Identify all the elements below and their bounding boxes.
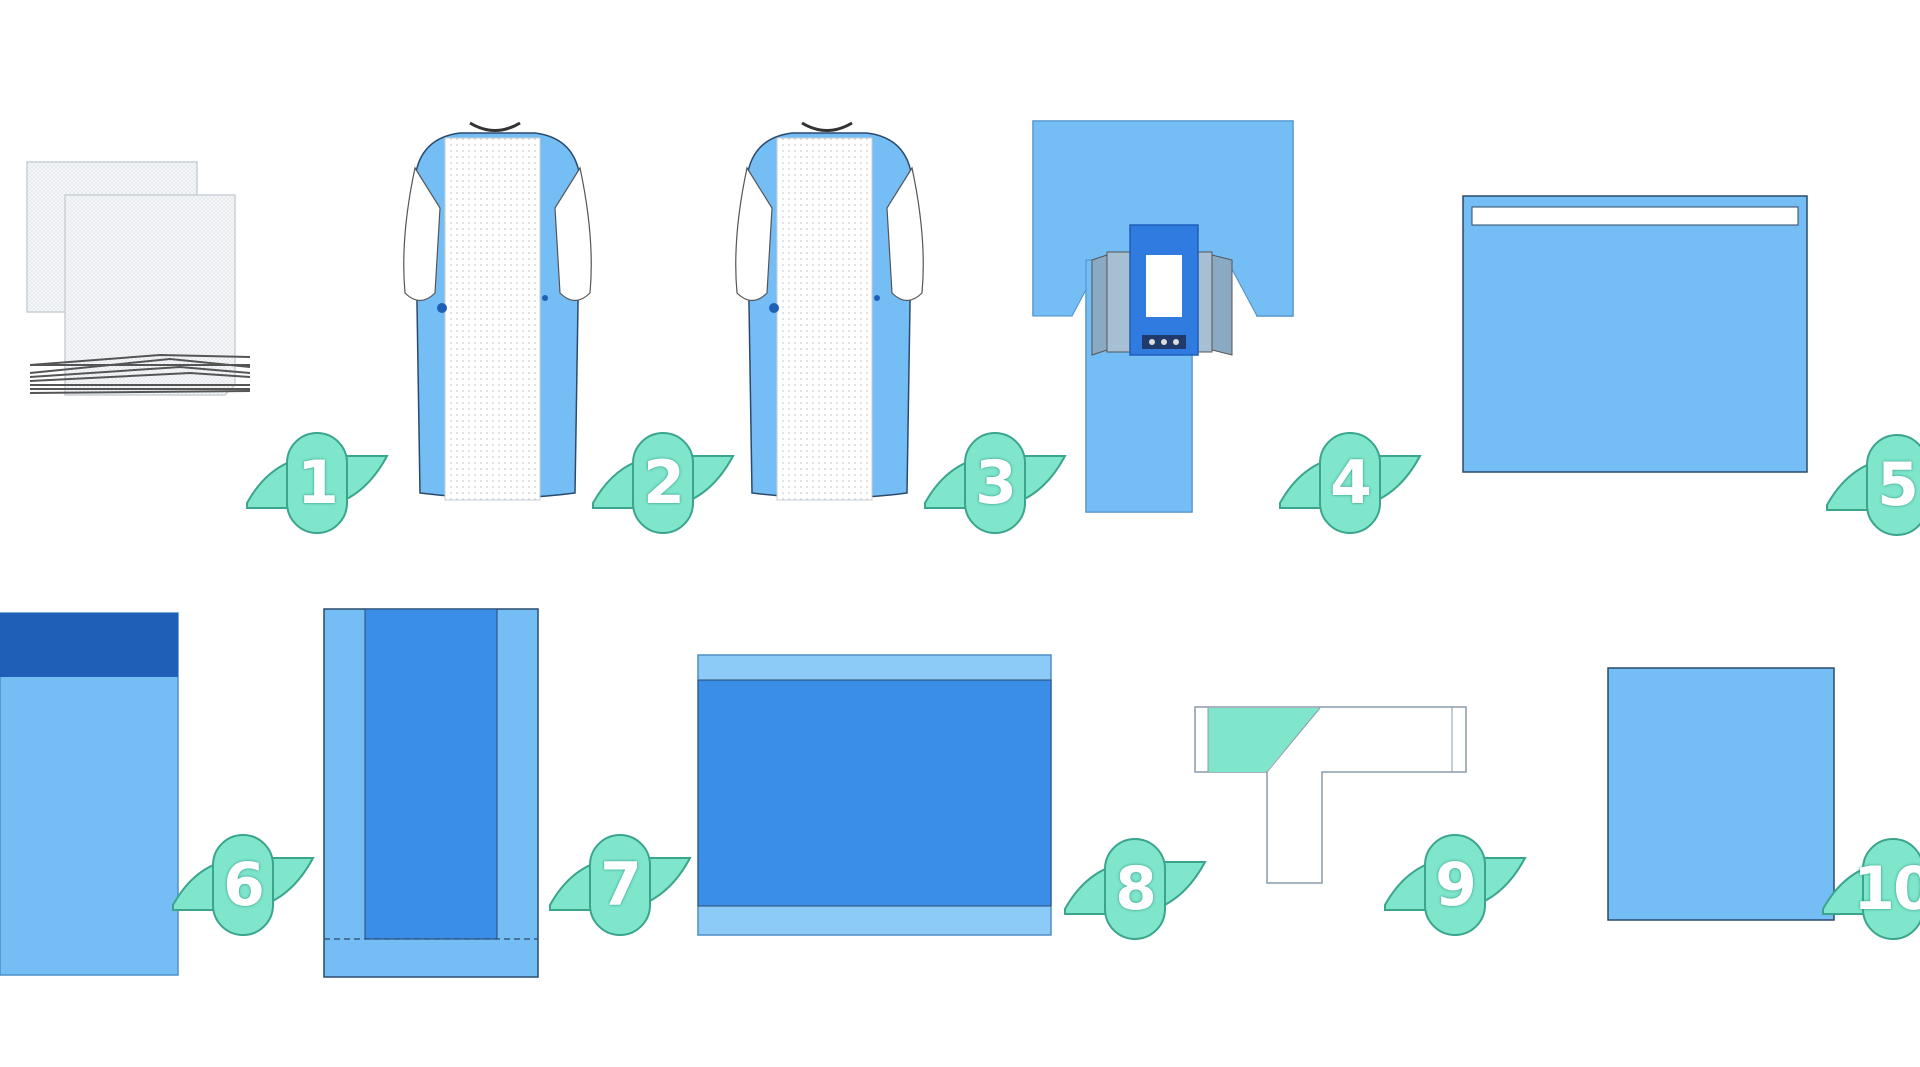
item-2-surgical-gown <box>400 118 595 503</box>
item-6-mayo-stand-cover <box>0 612 180 976</box>
leaf-badge-icon <box>1279 432 1422 534</box>
leaf-badge-icon <box>1064 838 1207 940</box>
leaf-badge-icon <box>1822 838 1920 940</box>
item-10-plain-drape <box>1607 667 1835 921</box>
item-10-number: 10 <box>1853 854 1920 924</box>
reinforced-drape-illustration <box>323 608 539 978</box>
item-2-number: 2 <box>643 448 685 518</box>
leaf-badge-icon <box>592 432 735 534</box>
item-9-number: 9 <box>1435 850 1477 920</box>
table-cover-illustration <box>1462 195 1808 473</box>
item-9-badge: 9 <box>1380 830 1530 940</box>
surgical-gown-illustration <box>735 121 924 501</box>
item-7-number: 7 <box>600 850 642 920</box>
item-8-reinforced-table-cover <box>697 654 1052 936</box>
leaf-badge-icon <box>1826 434 1920 536</box>
item-4-badge: 4 <box>1275 428 1425 538</box>
item-5-number: 5 <box>1877 450 1919 520</box>
item-9-hand-towel <box>1194 706 1468 884</box>
item-6-number: 6 <box>223 850 265 920</box>
item-7-reinforced-drape <box>323 608 539 978</box>
gauze-swabs-illustration <box>26 161 251 396</box>
leaf-badge-icon <box>1384 834 1527 936</box>
item-3-badge: 3 <box>920 428 1070 538</box>
item-4-number: 4 <box>1330 448 1372 518</box>
item-5-table-cover <box>1462 195 1808 473</box>
item-1-badge: 1 <box>242 428 392 538</box>
item-6-badge: 6 <box>168 830 318 940</box>
item-7-badge: 7 <box>545 830 695 940</box>
item-5-badge: 5 <box>1822 430 1920 540</box>
leaf-badge-icon <box>924 432 1067 534</box>
item-10-badge: 10 <box>1818 834 1920 944</box>
surgical-gown-illustration <box>403 121 592 501</box>
leaf-badge-icon <box>172 834 315 936</box>
item-1-number: 1 <box>297 448 339 518</box>
item-8-number: 8 <box>1115 854 1157 924</box>
item-2-badge: 2 <box>588 428 738 538</box>
mayo-cover-illustration <box>0 612 179 976</box>
plain-drape-illustration <box>1607 667 1835 921</box>
item-4-u-split-drape <box>1032 120 1294 513</box>
item-3-surgical-gown <box>732 118 927 503</box>
item-3-number: 3 <box>975 448 1017 518</box>
reinforced-table-cover-illustration <box>697 654 1052 936</box>
u-split-drape-illustration <box>1032 120 1294 513</box>
item-1-gauze-swabs <box>20 155 251 405</box>
hand-towel-illustration <box>1194 706 1467 884</box>
leaf-badge-icon <box>549 834 692 936</box>
leaf-badge-icon <box>246 432 389 534</box>
item-8-badge: 8 <box>1060 834 1210 944</box>
